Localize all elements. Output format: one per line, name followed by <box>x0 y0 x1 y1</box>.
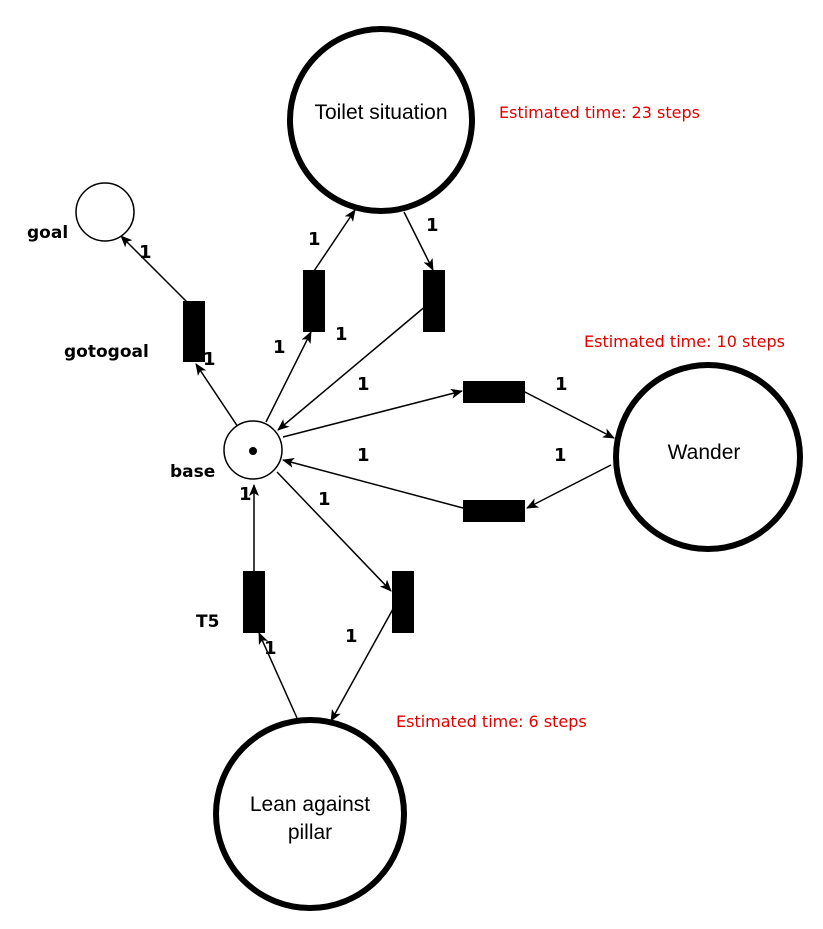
place-toilet-situation[interactable] <box>287 26 475 214</box>
arc-lean-to-t5 <box>258 632 298 719</box>
t5-label: T5 <box>196 612 219 632</box>
weight-toilet-in-toilet: 1 <box>308 229 321 250</box>
weight-base-gotogoal: 1 <box>203 349 216 370</box>
toilet-situation-label: Toilet situation <box>314 101 447 124</box>
place-wander[interactable] <box>613 362 803 552</box>
weight-base-lean-in: 1 <box>318 489 331 510</box>
labels: Toilet situation Wander Lean against pil… <box>27 101 740 844</box>
weight-lean-t5: 1 <box>264 638 277 659</box>
wander-label: Wander <box>668 441 741 464</box>
arc-wander-to-wander-out <box>526 464 612 509</box>
base-token <box>249 447 257 455</box>
weight-base-wander-in: 1 <box>357 374 370 395</box>
arcs <box>120 209 615 722</box>
arc-base-to-toilet-in <box>265 331 312 423</box>
arc-base-to-wander-in <box>282 388 463 438</box>
weight-wander-out-base: 1 <box>357 445 370 466</box>
arc-lean-in-to-lean <box>330 608 394 722</box>
weight-gotogoal-goal: 1 <box>139 242 152 263</box>
lean-against-pillar-label-line2: pillar <box>288 821 332 844</box>
weight-toilet-out-base: 1 <box>335 324 348 345</box>
toilet-estimate: Estimated time: 23 steps <box>499 103 700 122</box>
gotogoal-label: gotogoal <box>64 342 149 362</box>
weight-lean-in-lean: 1 <box>345 626 358 647</box>
weight-wander-wander-out: 1 <box>554 445 567 466</box>
transition-toilet-out[interactable] <box>423 270 445 332</box>
lean-estimate: Estimated time: 6 steps <box>396 712 587 731</box>
transition-gotogoal[interactable] <box>183 301 205 362</box>
arc-wander-in-to-wander <box>522 390 615 439</box>
transition-wander-out[interactable] <box>463 500 525 522</box>
transitions <box>183 270 525 633</box>
weight-base-toilet-in: 1 <box>273 337 286 358</box>
weight-wander-in-wander: 1 <box>555 374 568 395</box>
weight-toilet-toilet-out: 1 <box>426 215 439 236</box>
wander-estimate: Estimated time: 10 steps <box>584 332 785 351</box>
transition-lean-in[interactable] <box>392 571 414 633</box>
arc-base-to-gotogoal <box>195 363 239 428</box>
goal-label: goal <box>27 223 68 243</box>
lean-against-pillar-label-line1: Lean against <box>250 793 370 816</box>
arc-toilet-in-to-toilet <box>313 209 356 272</box>
weight-t5-base: 1 <box>239 484 252 505</box>
arc-toilet-to-toilet-out <box>403 211 434 271</box>
arc-weights: 1 1 1 1 1 1 1 1 1 1 1 1 1 1 <box>139 215 568 659</box>
transition-t5[interactable] <box>243 571 265 633</box>
transition-toilet-in[interactable] <box>303 270 325 332</box>
place-lean-against-pillar[interactable] <box>213 717 407 911</box>
transition-wander-in[interactable] <box>463 381 525 403</box>
arc-base-to-lean-in <box>276 471 392 592</box>
arc-gotogoal-to-goal <box>120 235 188 303</box>
arc-wander-out-to-base <box>282 458 464 509</box>
base-label: base <box>170 462 215 482</box>
arc-toilet-out-to-base <box>277 304 428 431</box>
estimates: Estimated time: 23 steps Estimated time:… <box>396 103 785 731</box>
places <box>75 26 803 911</box>
place-goal[interactable] <box>75 182 135 242</box>
